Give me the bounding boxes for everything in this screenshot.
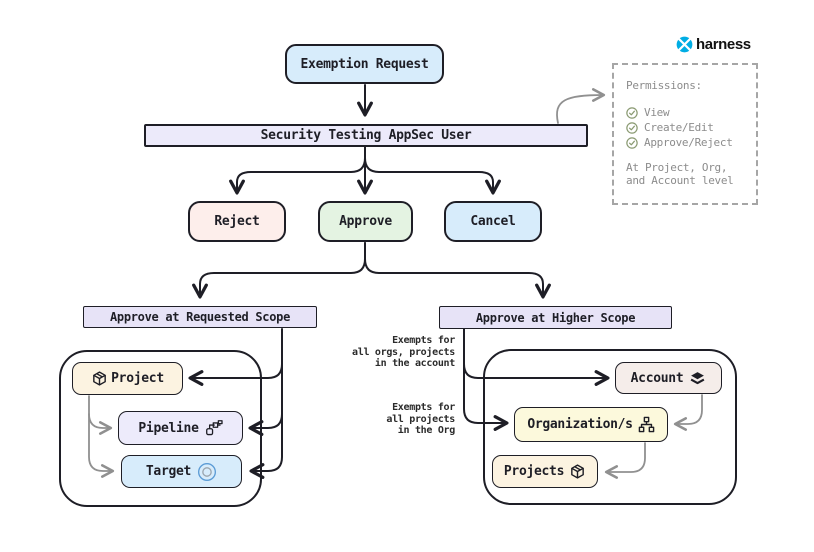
pipeline-icon: [205, 420, 223, 436]
node-projects: Projects: [492, 455, 598, 488]
permissions-footer-line: and Account level: [626, 174, 734, 187]
permission-label: View: [644, 106, 670, 119]
check-circle-icon: [626, 121, 638, 134]
permissions-footer: At Project, Org, and Account level: [626, 161, 746, 187]
package-icon: [569, 463, 586, 480]
node-label: Organization/s: [527, 417, 633, 432]
permission-item-create-edit: Create/Edit: [626, 121, 746, 134]
annotation-account-note: Exempts for all orgs, projects in the ac…: [295, 335, 455, 370]
permissions-footer-line: At Project, Org,: [626, 161, 728, 174]
annotation-line: in the Org: [397, 425, 456, 436]
node-label: Exemption Request: [300, 56, 429, 72]
check-circle-icon: [626, 136, 638, 149]
target-icon: [197, 462, 217, 482]
permissions-title: Permissions:: [626, 79, 702, 92]
org-chart-icon: [638, 416, 655, 433]
group-higher-scope: [483, 349, 737, 505]
node-label: Cancel: [470, 214, 516, 229]
node-approve: Approve: [318, 201, 413, 242]
node-label: Approve: [339, 214, 392, 229]
node-label: Project: [111, 371, 164, 386]
annotation-line: Exempts for: [392, 335, 455, 346]
node-project: Project: [72, 362, 183, 395]
annotation-org-note: Exempts for all projects in the Org: [295, 402, 455, 437]
node-label: Security Testing AppSec User: [260, 128, 472, 143]
layers-icon: [689, 370, 706, 387]
harness-wordmark: harness: [696, 36, 751, 53]
node-label: Pipeline: [138, 420, 199, 436]
permission-item-view: View: [626, 106, 746, 119]
permission-item-approve-reject: Approve/Reject: [626, 136, 746, 149]
bar-label: Approve at Higher Scope: [475, 310, 636, 325]
node-label: Projects: [503, 464, 565, 479]
node-appsec-user: Security Testing AppSec User: [144, 124, 588, 147]
package-icon: [91, 370, 108, 387]
harness-logo: harness: [676, 36, 751, 53]
permission-label: Approve/Reject: [644, 136, 733, 149]
node-exemption-request: Exemption Request: [285, 44, 444, 84]
permission-label: Create/Edit: [644, 121, 714, 134]
annotation-line: all projects: [386, 413, 455, 425]
annotation-line: all orgs, projects: [352, 346, 455, 358]
bar-approve-requested-scope: Approve at Requested Scope: [83, 306, 317, 328]
bar-label: Approve at Requested Scope: [109, 310, 291, 324]
node-account: Account: [615, 362, 722, 394]
node-label: Reject: [214, 214, 260, 229]
check-circle-icon: [626, 106, 638, 119]
node-organizations: Organization/s: [514, 407, 668, 442]
node-pipeline: Pipeline: [118, 411, 243, 445]
permissions-panel: Permissions: View Create/Edit Approve/Re…: [612, 63, 758, 205]
node-label: Target: [145, 464, 192, 479]
annotation-line: in the account: [374, 358, 455, 369]
node-reject: Reject: [188, 201, 286, 242]
node-target: Target: [121, 455, 242, 488]
bar-approve-higher-scope: Approve at Higher Scope: [439, 306, 672, 329]
node-cancel: Cancel: [444, 201, 542, 242]
harness-logo-icon: [676, 36, 693, 53]
node-label: Account: [630, 370, 684, 386]
annotation-line: Exempts for: [392, 402, 455, 413]
